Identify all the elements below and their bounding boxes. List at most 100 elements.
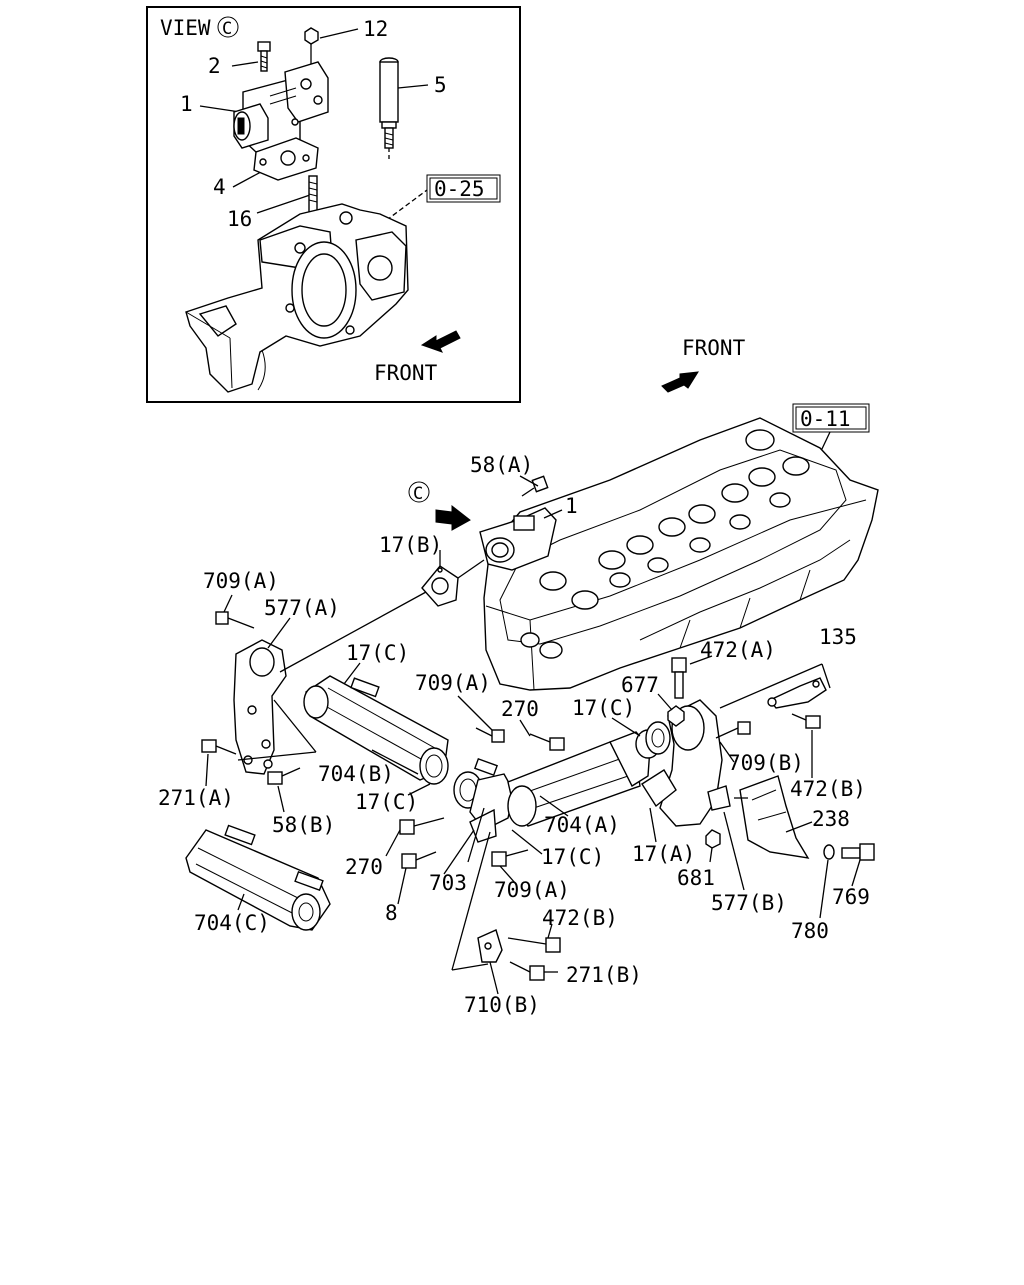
inset-part-4-gasket — [253, 137, 319, 181]
part-677-nut — [667, 705, 685, 727]
part-135-bracket — [767, 677, 827, 709]
callout-704a: 704(A) — [544, 813, 620, 837]
callout-769: 769 — [832, 885, 870, 909]
callout-709a-3: 709(A) — [494, 878, 570, 902]
inset-cylinder-head-section — [185, 203, 409, 393]
main-ref-box-label: 0-11 — [800, 407, 851, 431]
callout-472b-1: 472(B) — [790, 777, 866, 801]
inset-view-symbol: C — [222, 19, 232, 39]
callout-17c-4: 17(C) — [541, 845, 604, 869]
part-17b-gasket — [421, 565, 459, 607]
callout-17c-3: 17(C) — [355, 790, 418, 814]
part-270-bolt-1 — [529, 733, 565, 751]
callout-17a: 17(A) — [632, 842, 695, 866]
callout-leaders — [205, 475, 861, 995]
callout-472b-2: 472(B) — [542, 906, 618, 930]
part-681-nut — [705, 829, 721, 849]
part-271b-bolt — [509, 961, 545, 981]
callout-271a: 271(A) — [158, 786, 234, 810]
callout-703: 703 — [429, 871, 467, 895]
callout-17c-1: 17(C) — [346, 641, 409, 665]
part-58b-bolt — [267, 767, 301, 785]
main-assembly: FRONT 0-11 C — [158, 336, 879, 1017]
callout-58a: 58(A) — [470, 453, 533, 477]
inset-part-16-stud — [308, 175, 318, 213]
callout-1: 1 — [565, 494, 578, 518]
part-8-bolt — [401, 851, 437, 869]
part-703-connector — [469, 757, 515, 843]
main-ref-box — [792, 403, 870, 433]
inset-part-12-nut — [304, 27, 319, 70]
callout-677: 677 — [621, 673, 659, 697]
head-bores — [520, 429, 810, 659]
inset-view-c: VIEW C 12 2 5 1 4 16 0-25 — [146, 6, 521, 403]
inset-callout-4: 4 — [213, 175, 226, 199]
inset-callout-2: 2 — [208, 54, 221, 78]
part-780-washer — [823, 844, 835, 860]
callout-704c: 704(C) — [194, 911, 270, 935]
main-front-arrow — [661, 371, 699, 393]
part-271a-bolt — [201, 739, 237, 755]
part-58a-bolt — [521, 475, 549, 497]
assembly-lines — [237, 559, 831, 971]
part-472a-bolt — [671, 657, 687, 699]
part-709b-bolt — [715, 721, 751, 739]
inset-ref-box-label: 0-25 — [434, 177, 485, 201]
callout-17c-2: 17(C) — [572, 696, 635, 720]
part-577b-elbow — [641, 699, 731, 827]
part-577a-bracket — [233, 639, 287, 775]
inset-callout-12: 12 — [363, 17, 388, 41]
callout-135: 135 — [819, 625, 857, 649]
part-710b-bracket — [477, 929, 503, 963]
part-17c-gasket-1 — [419, 747, 449, 785]
inset-part-5-long-bolt — [379, 57, 399, 162]
callout-709a-2: 709(A) — [415, 671, 491, 695]
part-709a-bolt-3 — [491, 849, 529, 867]
inset-callout-16: 16 — [227, 207, 252, 231]
inset-callout-5: 5 — [434, 73, 447, 97]
main-callouts: 58(A) 1 17(B) 709(A) 577(A) 17(C) 709(A)… — [158, 453, 870, 1017]
inset-ref-box — [426, 174, 501, 203]
part-238-heat-shield — [739, 775, 810, 859]
part-704c-pipe — [185, 824, 331, 931]
callout-704b: 704(B) — [318, 762, 394, 786]
main-view-arrow — [435, 504, 471, 531]
callout-577b: 577(B) — [711, 891, 787, 915]
callout-709b: 709(B) — [728, 751, 804, 775]
inset-callout-1: 1 — [180, 92, 193, 116]
part-769-bolt — [841, 843, 875, 861]
callout-709a-1: 709(A) — [203, 569, 279, 593]
part-472b-bolt-1 — [791, 713, 821, 729]
callout-577a: 577(A) — [264, 596, 340, 620]
part-17c-gasket-3 — [645, 721, 671, 755]
part-472b-bolt-2 — [507, 937, 561, 953]
inset-part-1-egr-valve — [233, 61, 329, 153]
inset-front-arrow — [420, 330, 461, 353]
callout-270-2: 270 — [345, 855, 383, 879]
inset-part-2-bolt — [257, 41, 271, 72]
part-270-bolt-2 — [399, 817, 445, 835]
part-1-egr-valve — [479, 507, 557, 571]
part-709a-bolt-1 — [215, 611, 255, 629]
callout-58b: 58(B) — [272, 813, 335, 837]
callout-271b: 271(B) — [566, 963, 642, 987]
callout-681: 681 — [677, 866, 715, 890]
inset-view-symbol-circle — [217, 16, 239, 38]
callout-780: 780 — [791, 919, 829, 943]
callout-17b: 17(B) — [379, 533, 442, 557]
callout-472a: 472(A) — [700, 638, 776, 662]
callout-270-1: 270 — [501, 697, 539, 721]
callout-238: 238 — [812, 807, 850, 831]
main-view-symbol: C — [413, 484, 423, 504]
callout-8: 8 — [385, 901, 398, 925]
inset-front-label: FRONT — [374, 361, 438, 385]
callout-710b: 710(B) — [464, 993, 540, 1017]
cylinder-head — [483, 417, 879, 691]
part-704a-pipe — [507, 729, 661, 827]
inset-view-label: VIEW — [160, 16, 211, 40]
main-view-symbol-circle — [408, 481, 430, 503]
main-front-label: FRONT — [682, 336, 746, 360]
part-709a-bolt-2 — [475, 727, 505, 743]
